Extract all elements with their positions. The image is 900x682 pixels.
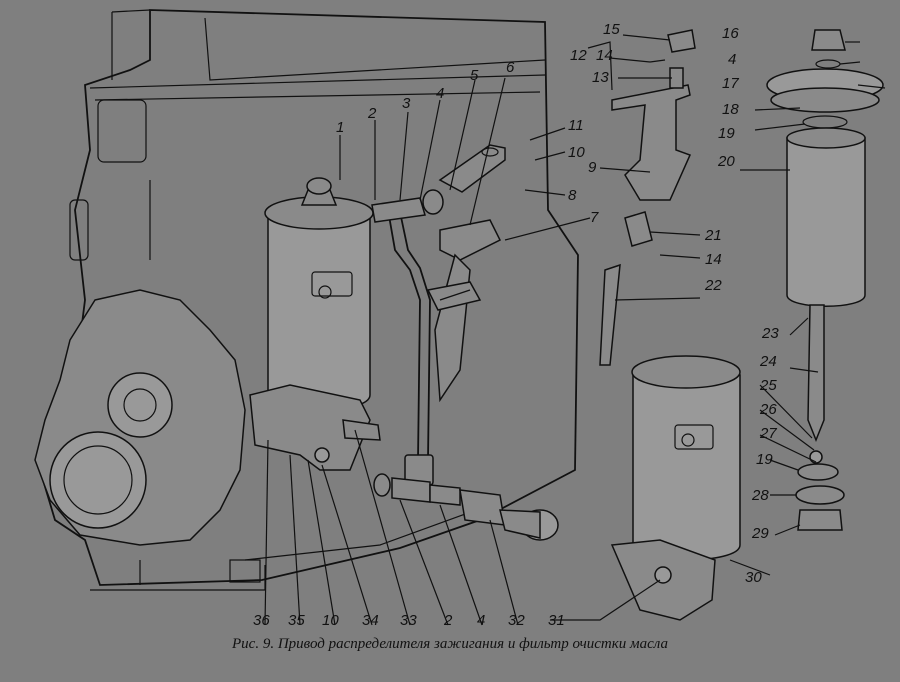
label-35: 35 <box>288 612 305 629</box>
label-17: 17 <box>722 75 739 92</box>
label-29: 29 <box>751 525 769 542</box>
part-labels: 1 2 3 4 5 6 7 8 9 10 11 12 13 14 15 16 4… <box>253 21 779 629</box>
distributor-drive <box>426 144 506 403</box>
label-33: 33 <box>400 612 417 629</box>
label-10b: 10 <box>322 612 339 629</box>
label-31: 31 <box>548 612 565 629</box>
label-21: 21 <box>704 227 722 244</box>
lower-fittings <box>373 473 559 541</box>
label-1: 1 <box>336 119 344 136</box>
label-6: 6 <box>506 59 515 76</box>
label-32: 32 <box>508 612 525 629</box>
label-28: 28 <box>751 487 769 504</box>
figure-caption: Рис. 9. Привод распределителя зажигания … <box>232 636 668 652</box>
oil-filter-housing-right <box>610 355 741 621</box>
upper-fitting <box>371 189 444 223</box>
label-20: 20 <box>717 153 735 170</box>
label-16: 16 <box>722 25 739 42</box>
label-11: 11 <box>568 117 584 134</box>
label-14b: 14 <box>705 251 722 268</box>
label-5: 5 <box>470 67 479 84</box>
engine-block <box>39 9 579 591</box>
label-2b: 2 <box>443 612 453 629</box>
label-4c: 4 <box>477 612 485 629</box>
label-19a: 19 <box>718 125 735 142</box>
label-13: 13 <box>592 69 609 86</box>
label-18: 18 <box>722 101 739 118</box>
filter-element-stack <box>766 29 884 531</box>
oil-filter-housing-left <box>249 177 381 471</box>
leader-lines <box>264 34 886 626</box>
label-23: 23 <box>761 325 779 342</box>
label-8: 8 <box>568 187 577 204</box>
label-12: 12 <box>570 47 587 64</box>
label-3: 3 <box>402 95 411 112</box>
label-22: 22 <box>704 277 722 294</box>
label-27: 27 <box>759 425 777 442</box>
label-25: 25 <box>759 377 777 394</box>
label-15: 15 <box>603 21 620 38</box>
label-2: 2 <box>367 105 377 122</box>
label-4b: 4 <box>728 51 736 68</box>
label-9: 9 <box>588 159 597 176</box>
label-30: 30 <box>745 569 762 586</box>
label-24: 24 <box>759 353 777 370</box>
label-19b: 19 <box>756 451 773 468</box>
label-36: 36 <box>253 612 270 629</box>
label-34: 34 <box>362 612 379 629</box>
label-14a: 14 <box>596 47 613 64</box>
oil-tube <box>387 209 434 486</box>
label-26: 26 <box>759 401 777 418</box>
label-10: 10 <box>568 144 585 161</box>
bracket-assembly <box>599 29 696 366</box>
label-7: 7 <box>590 209 599 226</box>
timing-cover <box>34 289 246 546</box>
label-4: 4 <box>436 85 444 102</box>
